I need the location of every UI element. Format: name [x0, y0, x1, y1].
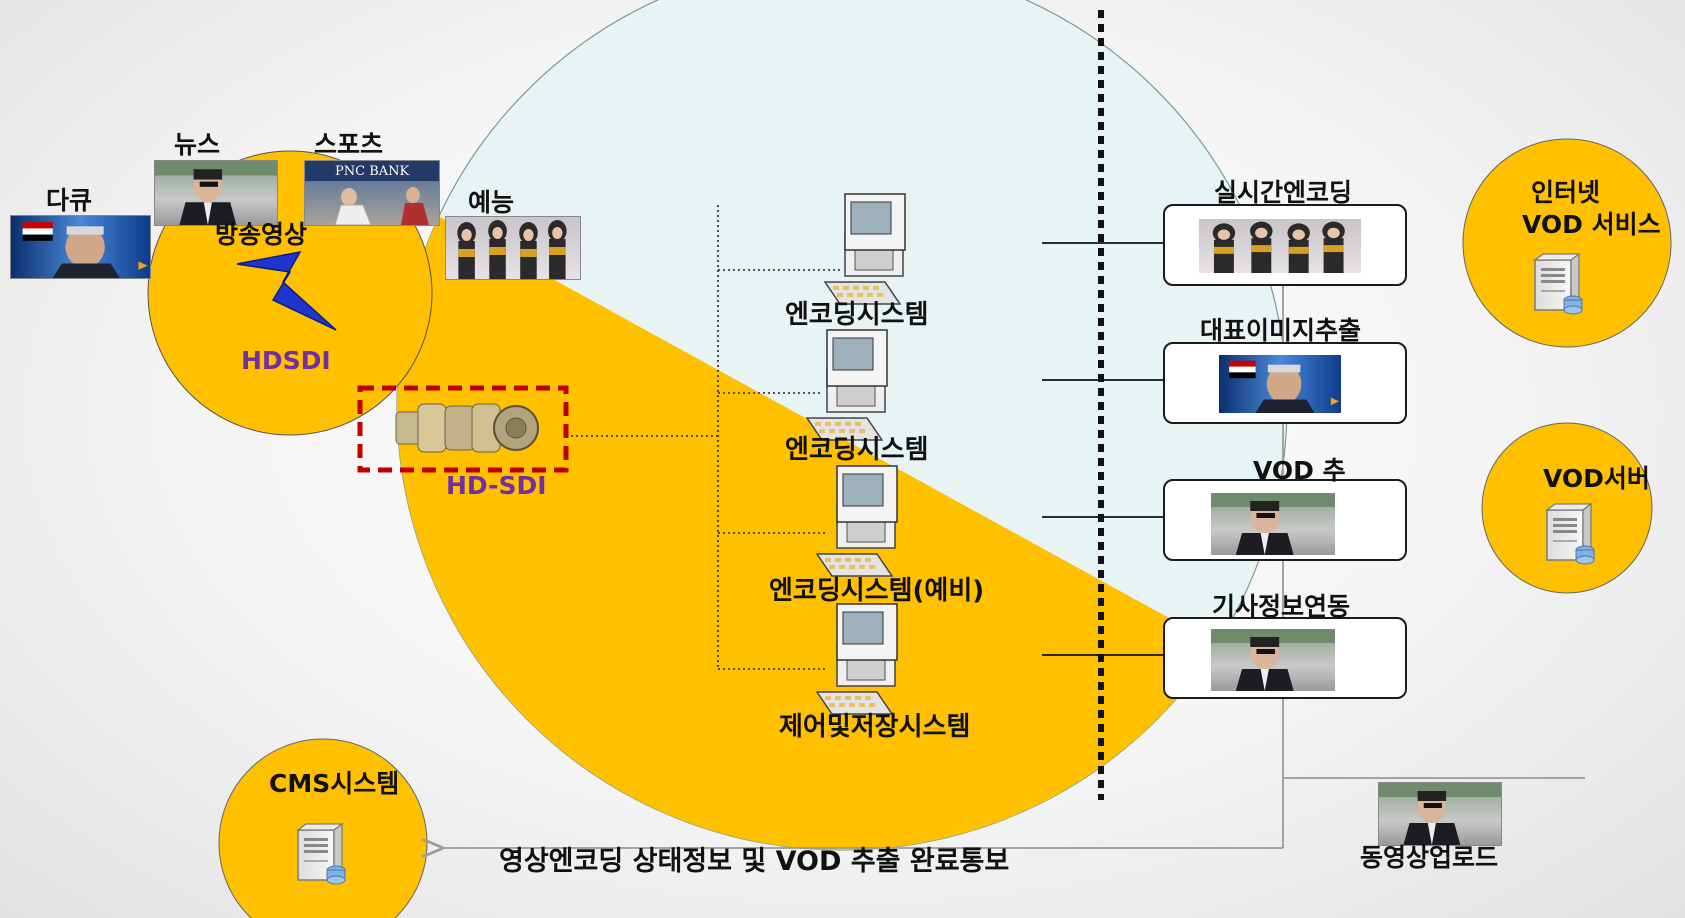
output-label-article-clip: 기사정보연동 [1200, 592, 1370, 628]
entertainment-thumbnail [445, 216, 581, 280]
output-label-thumbnail-clip: 대표이미지추출 [1190, 314, 1380, 352]
encoder-label-1: 엔코딩시스템 [785, 300, 929, 330]
output-label-vod: VOD 추출 [1253, 456, 1345, 485]
broadcast-label: 방송영상 [215, 220, 308, 249]
output-label-vod-clip: VOD 추출 [1225, 456, 1345, 492]
completion-notice-label: 영상엔코딩 상태정보 및 VOD 추출 완료통보 [499, 846, 1010, 877]
source-label-docu: 다큐 [46, 186, 93, 215]
system-boundary-fill [397, 140, 1287, 850]
vod-server-label: VOD서버 [1543, 464, 1650, 493]
realtime-preview-image [1199, 219, 1361, 273]
article-preview-image [1211, 629, 1335, 691]
internet-vod-circle [1462, 138, 1672, 348]
output-label-realtime: 실시간엔코딩 [1214, 178, 1353, 207]
vod-server-icon [1546, 503, 1595, 565]
source-label-sports: 스포츠 [314, 130, 384, 159]
svg-text:PNC BANK: PNC BANK [335, 164, 410, 179]
source-label-news: 뉴스 [174, 130, 221, 159]
cms-server-icon [297, 823, 346, 885]
connector-label: HD-SDI [446, 471, 547, 500]
upload-preview-image [1378, 782, 1502, 846]
bnc-connector-icon [395, 403, 539, 453]
cms-label: CMS시스템 [269, 769, 400, 798]
output-label-realtime-clip: 실시간엔코딩 [1200, 176, 1370, 214]
thumbnail-preview-image [1219, 355, 1341, 413]
internet-label: 인터넷 [1531, 178, 1601, 207]
output-label-thumbnail: 대표이미지추출 [1200, 316, 1362, 345]
internet-vod-label: VOD 서비스 [1522, 210, 1661, 239]
encoder-label-3: 엔코딩시스템(예비) [769, 576, 985, 606]
docu-thumbnail [10, 215, 151, 279]
sports-thumbnail: PNC BANK [304, 160, 440, 226]
source-label-entertainment: 예능 [468, 188, 515, 217]
connector-highlight-box [357, 385, 569, 473]
news-thumbnail [154, 160, 278, 226]
control-storage-label: 제어및저장시스템 [779, 712, 971, 742]
hdsdi-label: HDSDI [241, 346, 331, 375]
encoder-label-2: 엔코딩시스템 [785, 435, 929, 465]
internet-server-icon [1534, 253, 1583, 315]
output-label-article: 기사정보연동 [1212, 592, 1351, 621]
vod-preview-image [1211, 493, 1335, 555]
signal-bolt-icon [236, 250, 337, 331]
signal-distribution-lines [566, 205, 840, 670]
upload-label: 동영상업로드 [1360, 843, 1499, 872]
encoder-output-lines [1042, 242, 1163, 656]
